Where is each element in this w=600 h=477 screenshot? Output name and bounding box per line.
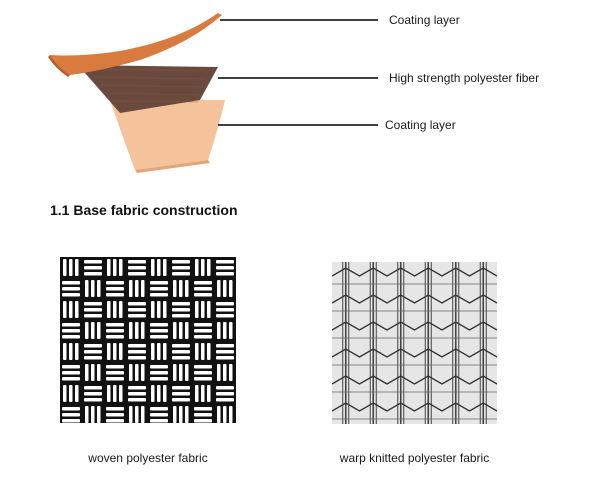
fiber-layer-label: High strength polyester fiber [389,71,540,85]
layer-stack-illustration [48,13,225,173]
top-coating-sheet [50,13,222,75]
woven-fabric-image [60,257,236,423]
woven-fabric-caption: woven polyester fabric [88,451,208,465]
top-coating-label: Coating layer [389,13,460,27]
section-heading: 1.1 Base fabric construction [50,202,238,218]
layer-diagram [40,5,230,175]
bottom-coating-sheet [110,100,225,170]
bottom-coating-label: Coating layer [385,118,456,132]
warp-knitted-fabric-image [332,262,497,424]
knitted-fabric-caption: warp knitted polyester fabric [339,451,490,465]
